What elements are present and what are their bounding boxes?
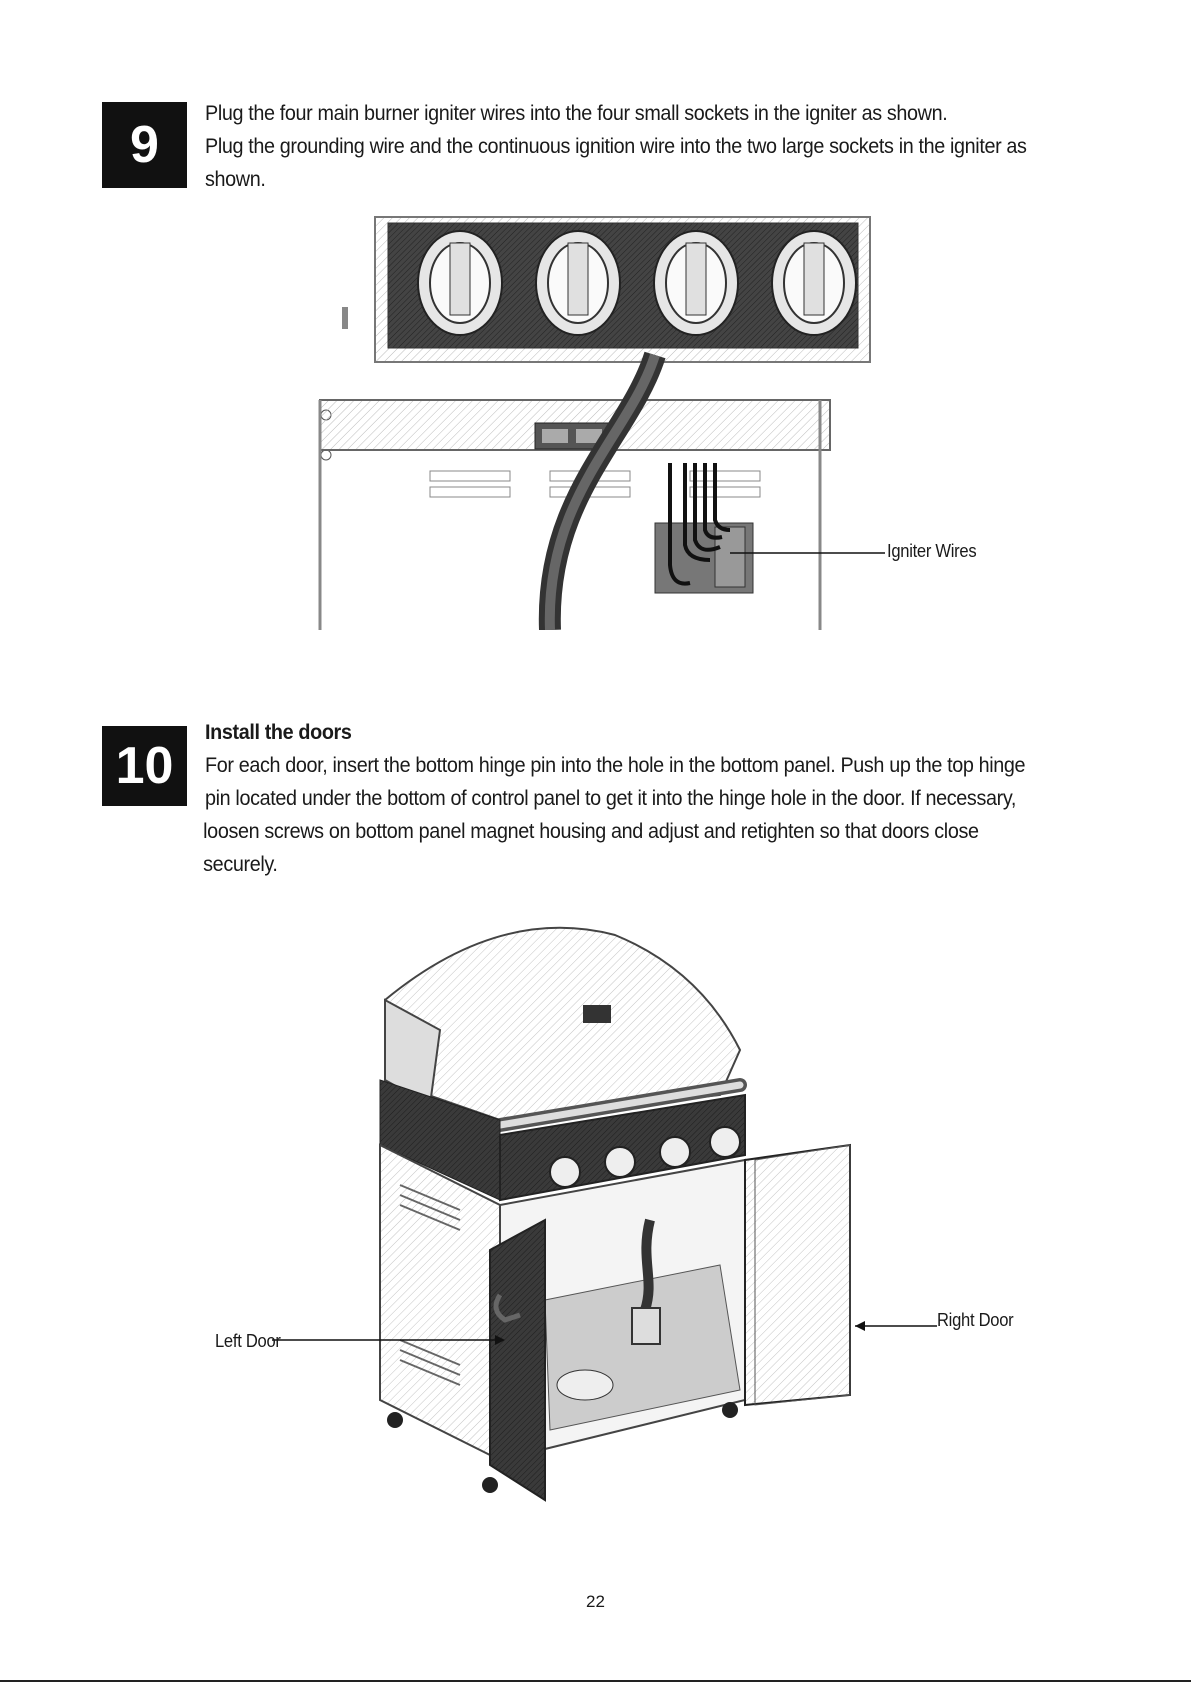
control-knob-icon: [653, 230, 739, 336]
step-instructions: Plug the four main burner igniter wires …: [205, 97, 1027, 196]
control-knob-icon: [417, 230, 503, 336]
step-number: 9: [130, 116, 159, 174]
igniter-wiring-illustration: [318, 216, 885, 630]
left-door-label: Left Door: [215, 1331, 281, 1351]
right-door-label: Right Door: [937, 1310, 1014, 1330]
step-number: 10: [115, 737, 174, 795]
instruction-line: For each door, insert the bottom hinge p…: [205, 753, 1026, 777]
instruction-line: Plug the four main burner igniter wires …: [205, 101, 948, 125]
instruction-line: securely.: [203, 852, 278, 876]
instruction-line: shown.: [205, 167, 266, 191]
instruction-line: pin located under the bottom of control …: [205, 786, 1017, 810]
instruction-line: loosen screws on bottom panel magnet hou…: [203, 819, 979, 843]
left-door-icon: [489, 1218, 546, 1502]
igniter-wires-label: Igniter Wires: [887, 541, 977, 561]
step-instructions: Install the doors For each door, insert …: [203, 716, 1026, 881]
step-title: Install the doors: [205, 720, 352, 744]
grill-doors-illustration: [272, 926, 937, 1502]
control-knob-icon: [771, 230, 857, 336]
step-number-badge: 9: [102, 102, 187, 188]
instruction-line: Plug the grounding wire and the continuo…: [205, 134, 1027, 158]
page-bottom-rule: [0, 1680, 1191, 1682]
page-number: 22: [586, 1592, 605, 1611]
control-knob-icon: [535, 230, 621, 336]
right-door-icon: [744, 1143, 851, 1407]
step-number-badge: 10: [102, 726, 187, 806]
